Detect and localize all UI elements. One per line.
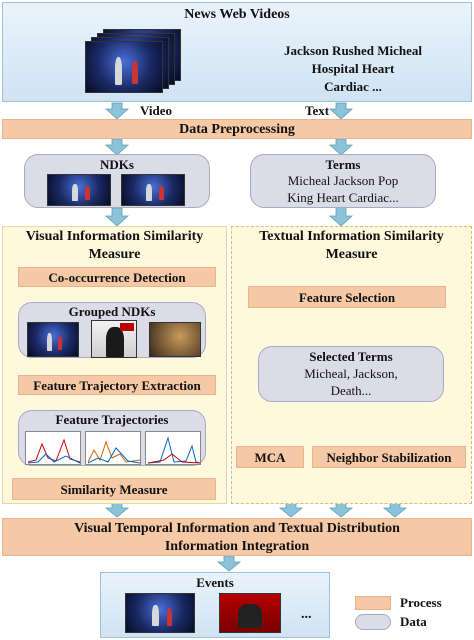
legend-process-label: Process — [400, 595, 442, 610]
news-text-line1: Jackson Rushed Micheal — [284, 43, 422, 58]
integration-box: Visual Temporal Information and Textual … — [2, 518, 472, 556]
edge-label-video: Video — [140, 103, 173, 118]
selected-terms-line2: Death... — [330, 383, 372, 398]
legend-process-swatch — [355, 596, 391, 610]
news-web-videos-title: News Web Videos — [184, 7, 290, 22]
ndks-label: NDKs — [100, 157, 134, 172]
news-text-line2: Hospital Heart — [311, 61, 395, 76]
feature-trajectories-box: Feature Trajectories — [18, 410, 206, 466]
grouped-ndk-image — [27, 322, 79, 357]
similarity-measure-box: Similarity Measure — [12, 478, 216, 500]
ndk-keyframe — [47, 174, 111, 206]
arrow-pre-to-ndks — [104, 138, 130, 156]
event-keyframe — [125, 593, 195, 633]
video-frame-stack — [85, 29, 185, 95]
arrow-neighbor-to-integration — [382, 501, 408, 518]
terms-line1: Micheal Jackson Pop — [287, 173, 399, 188]
textual-panel-title-line1: Textual Information Similarity — [259, 229, 444, 244]
arrow-video-down — [104, 102, 130, 120]
legend-data-label: Data — [400, 614, 427, 629]
mca-box: MCA — [236, 446, 304, 468]
co-occurrence-detection-box: Co-occurrence Detection — [18, 267, 216, 287]
event-keyframe — [219, 593, 281, 633]
grouped-ndk-image — [149, 322, 201, 357]
events-title: Events — [196, 575, 234, 590]
arrow-pre-to-terms — [328, 138, 354, 156]
trajectory-plot — [25, 431, 81, 465]
news-text-line3: Cardiac ... — [324, 79, 382, 94]
integration-line1: Visual Temporal Information and Textual … — [74, 521, 400, 536]
neighbor-stabilization-box: Neighbor Stabilization — [312, 446, 466, 468]
legend-data-swatch — [355, 614, 391, 630]
grouped-ndk-image — [91, 320, 137, 358]
ndk-keyframe — [121, 174, 185, 206]
terms-title: Terms — [325, 157, 361, 172]
data-preprocessing-box: Data Preprocessing — [2, 119, 472, 139]
visual-panel-title-line2: Measure — [88, 247, 141, 262]
feature-trajectory-extraction-box: Feature Trajectory Extraction — [18, 375, 216, 395]
selected-terms-line1: Micheal, Jackson, — [304, 366, 398, 381]
arrow-text-down — [328, 102, 354, 120]
ndks-box: NDKs — [24, 154, 210, 208]
arrow-integration-to-events — [216, 555, 242, 572]
arrow-visual-to-integration — [104, 501, 130, 518]
news-web-videos-box: News Web Videos Jackson Rushed Micheal H… — [2, 2, 472, 102]
textual-panel-title-line2: Measure — [325, 247, 378, 262]
arrow-ndks-to-visual — [104, 207, 130, 227]
edge-label-text: Text — [305, 103, 330, 118]
feature-trajectories-label: Feature Trajectories — [55, 412, 169, 427]
trajectory-plot — [145, 431, 201, 465]
terms-box: Terms Micheal Jackson Pop King Heart Car… — [250, 154, 436, 208]
selected-terms-title: Selected Terms — [309, 349, 393, 364]
arrow-terms-to-textual — [328, 205, 354, 227]
feature-selection-box: Feature Selection — [248, 286, 446, 308]
terms-line2: King Heart Cardiac... — [287, 190, 399, 205]
arrow-textual-to-integration — [328, 501, 354, 518]
events-box: Events ... — [100, 572, 330, 638]
trajectory-plot — [85, 431, 141, 465]
integration-line2: Information Integration — [164, 539, 310, 554]
grouped-ndks-label: Grouped NDKs — [68, 304, 156, 319]
visual-panel-title-line1: Visual Information Similarity — [25, 229, 204, 244]
arrow-mca-to-integration — [278, 501, 304, 518]
video-frame — [85, 41, 163, 93]
grouped-ndks-box: Grouped NDKs — [18, 302, 206, 358]
events-ellipsis: ... — [301, 607, 312, 622]
selected-terms-box: Selected Terms Micheal, Jackson, Death..… — [258, 346, 444, 402]
